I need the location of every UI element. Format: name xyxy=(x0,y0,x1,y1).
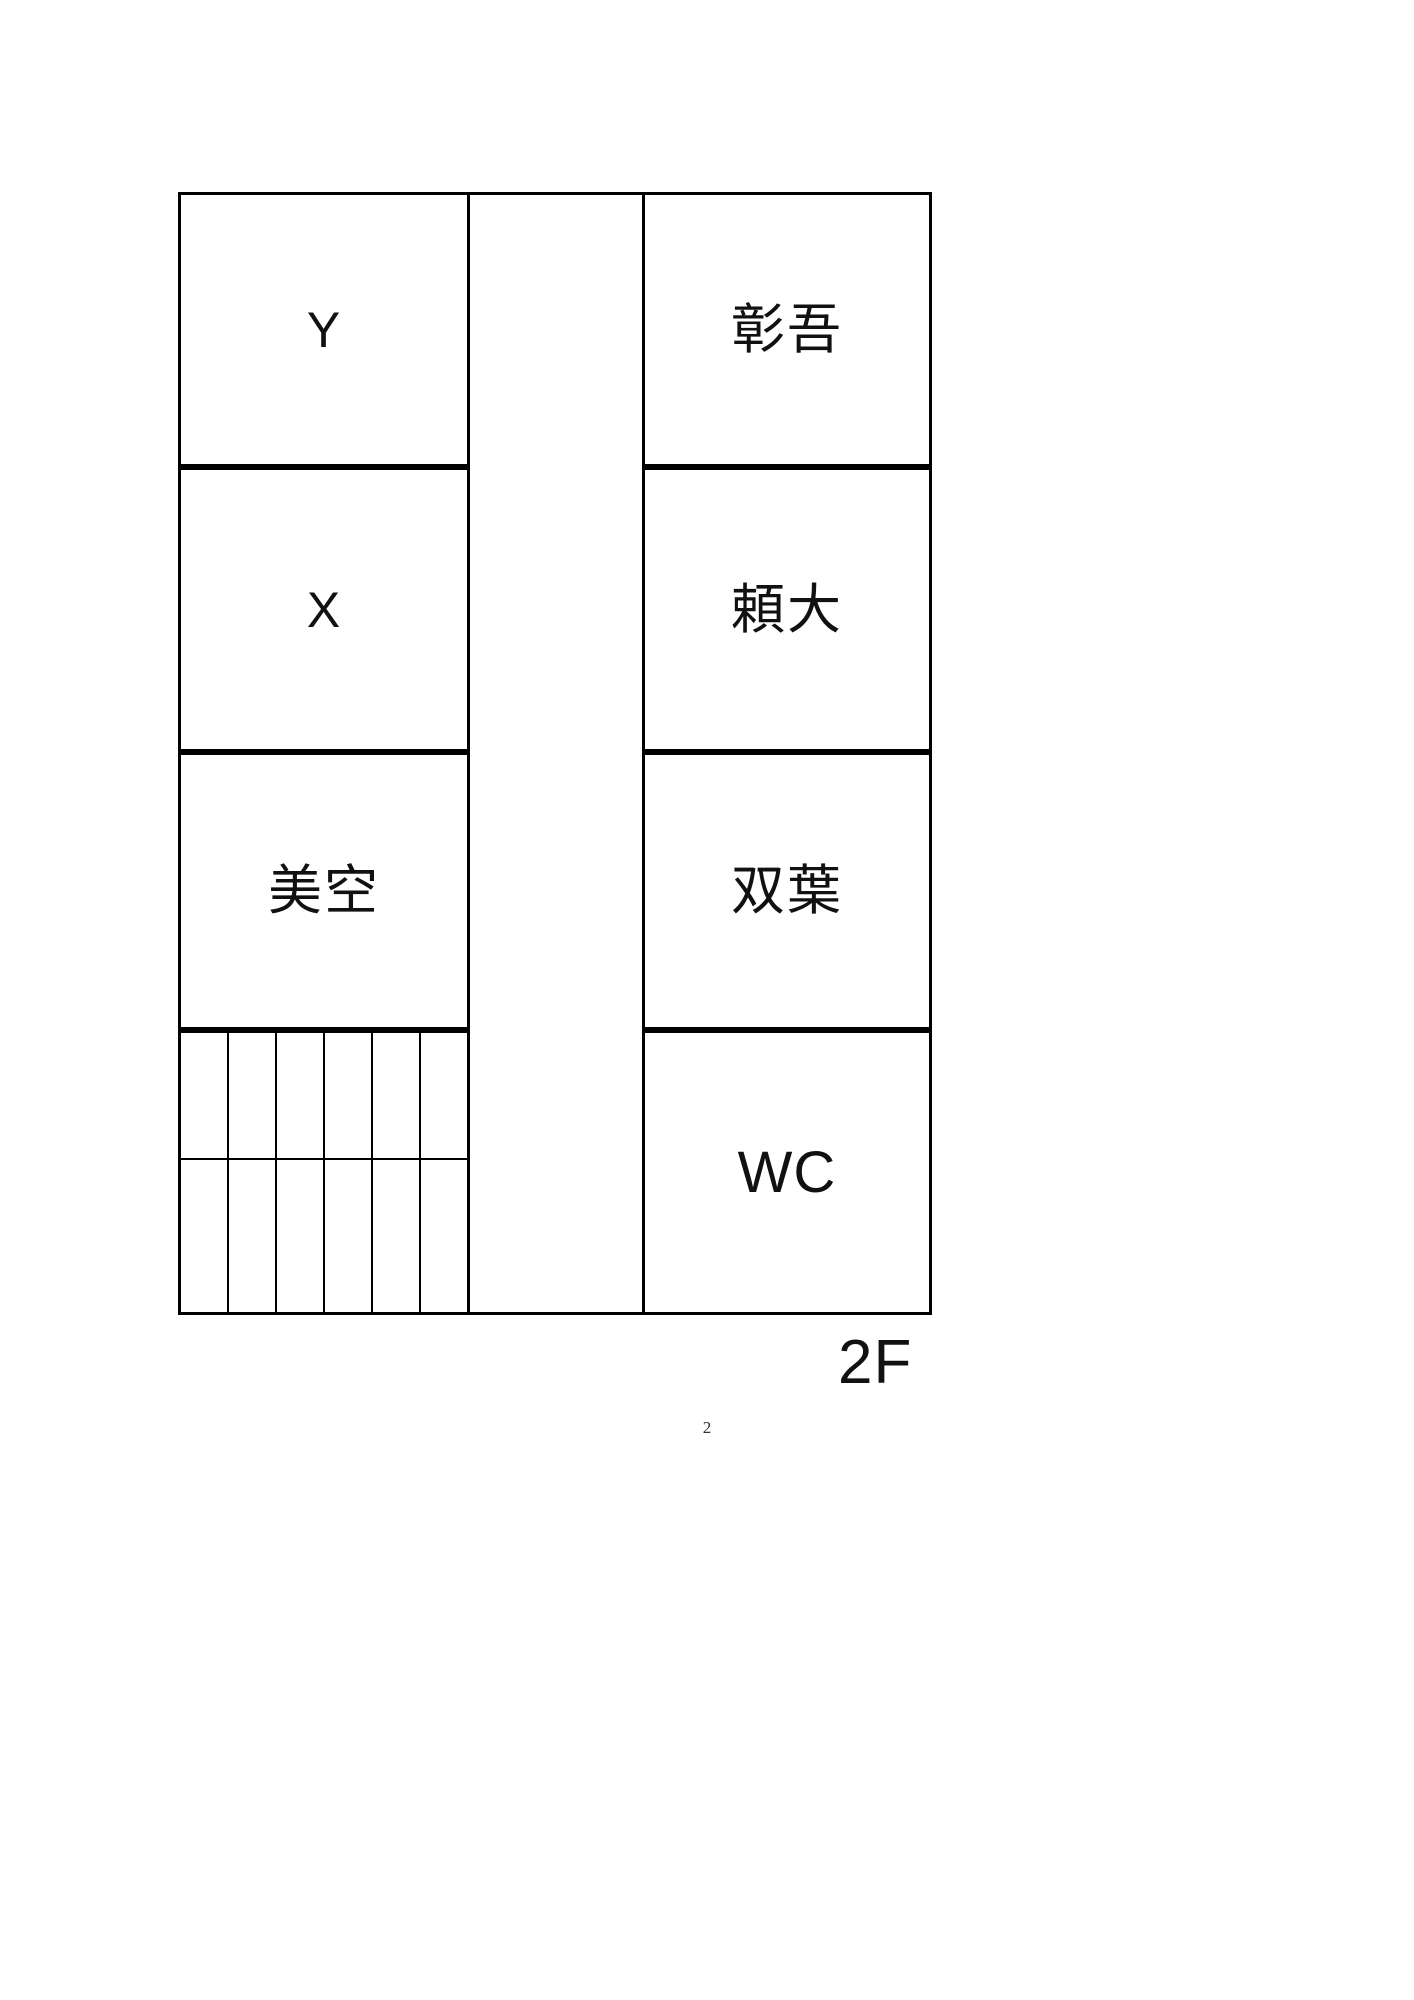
room-y[interactable]: Y xyxy=(178,192,470,467)
room-y-label: Y xyxy=(306,301,342,358)
stair-step xyxy=(181,1033,229,1158)
corridor-hallway xyxy=(470,192,642,1315)
stair-step xyxy=(325,1160,373,1312)
stair-step xyxy=(229,1160,277,1312)
stair-step xyxy=(229,1033,277,1158)
room-raita[interactable]: 頼大 xyxy=(642,467,932,752)
room-futaba[interactable]: 双葉 xyxy=(642,752,932,1030)
stair-step xyxy=(373,1033,421,1158)
room-shogo[interactable]: 彰吾 xyxy=(642,192,932,467)
floor-plan-diagram: Y X 美空 xyxy=(178,192,932,1315)
floor-label: 2F xyxy=(838,1328,913,1397)
stair-step xyxy=(325,1033,373,1158)
room-x[interactable]: X xyxy=(178,467,470,752)
room-x-label: X xyxy=(306,581,342,638)
room-raita-label: 頼大 xyxy=(731,579,843,640)
stairs-row-upper xyxy=(181,1033,467,1160)
page-number: 2 xyxy=(702,1418,712,1437)
room-wc-label: WC xyxy=(737,1139,837,1205)
stairs-row-lower xyxy=(181,1160,467,1312)
stair-step xyxy=(373,1160,421,1312)
stair-step xyxy=(421,1033,467,1158)
room-misora-label: 美空 xyxy=(268,861,380,921)
room-shogo-label: 彰吾 xyxy=(731,299,843,360)
stair-step xyxy=(181,1160,229,1312)
stair-step xyxy=(277,1033,325,1158)
stair-step xyxy=(421,1160,467,1312)
room-wc[interactable]: WC xyxy=(642,1030,932,1315)
stair-step xyxy=(277,1160,325,1312)
stairs-block[interactable] xyxy=(178,1030,470,1315)
room-futaba-label: 双葉 xyxy=(731,861,843,921)
room-misora[interactable]: 美空 xyxy=(178,752,470,1030)
